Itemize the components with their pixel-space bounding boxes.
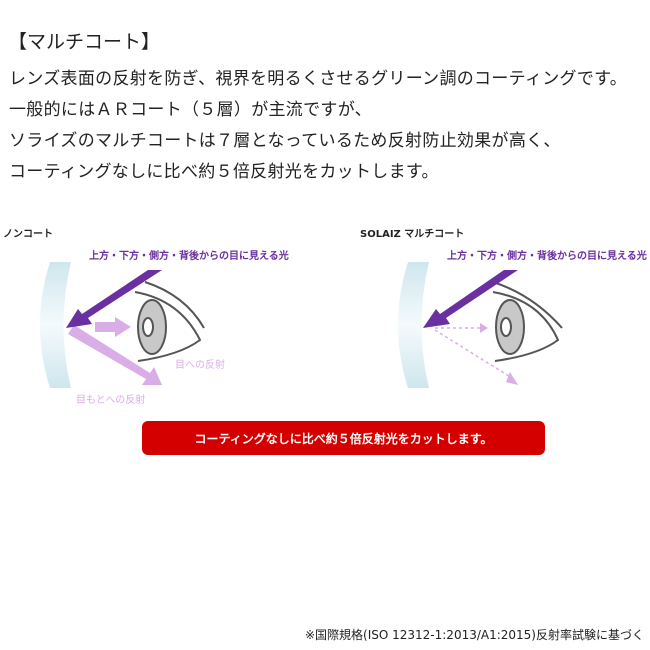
caption-non-coat: ノンコート [3,229,53,240]
eye-reflection-label: 目への反射 [175,360,225,371]
light-label-right: 上方・下方・側方・背後からの目に見える光 [447,251,647,262]
description-line: ソライズのマルチコートは７層となっているため反射防止効果が高く、 [9,131,561,151]
eyearea-reflection-label: 目もとへの反射 [76,395,146,406]
reflection-arrows-left [68,317,162,385]
light-arrow-left [66,270,162,328]
description-line: レンズ表面の反射を防ぎ、視界を明るくさせるグリーン調のコーティングです。 [9,69,628,89]
footnote: ※国際規格(ISO 12312-1:2013/A1:2015)反射率試験に基づく [304,628,644,642]
reflection-arrows-right [434,323,518,385]
light-label-left: 上方・下方・側方・背後からの目に見える光 [89,251,289,262]
lens-right [398,262,429,388]
eye-left-icon [134,281,205,362]
lens-left [40,262,71,388]
eye-right-icon [492,281,563,362]
section-title: 【マルチコート】 [8,31,161,53]
description-line: コーティングなしに比べ約５倍反射光をカットします。 [9,162,439,182]
caption-solaiz-multicoat: SOLAIZ マルチコート [360,229,465,240]
description-line: 一般的にはＡＲコート（５層）が主流ですが、 [9,100,372,120]
light-arrow-right [423,270,518,328]
description: レンズ表面の反射を防ぎ、視界を明るくさせるグリーン調のコーティングです。 一般的… [9,64,627,188]
reflection-cut-banner: コーティングなしに比べ約５倍反射光をカットします。 [142,421,545,455]
